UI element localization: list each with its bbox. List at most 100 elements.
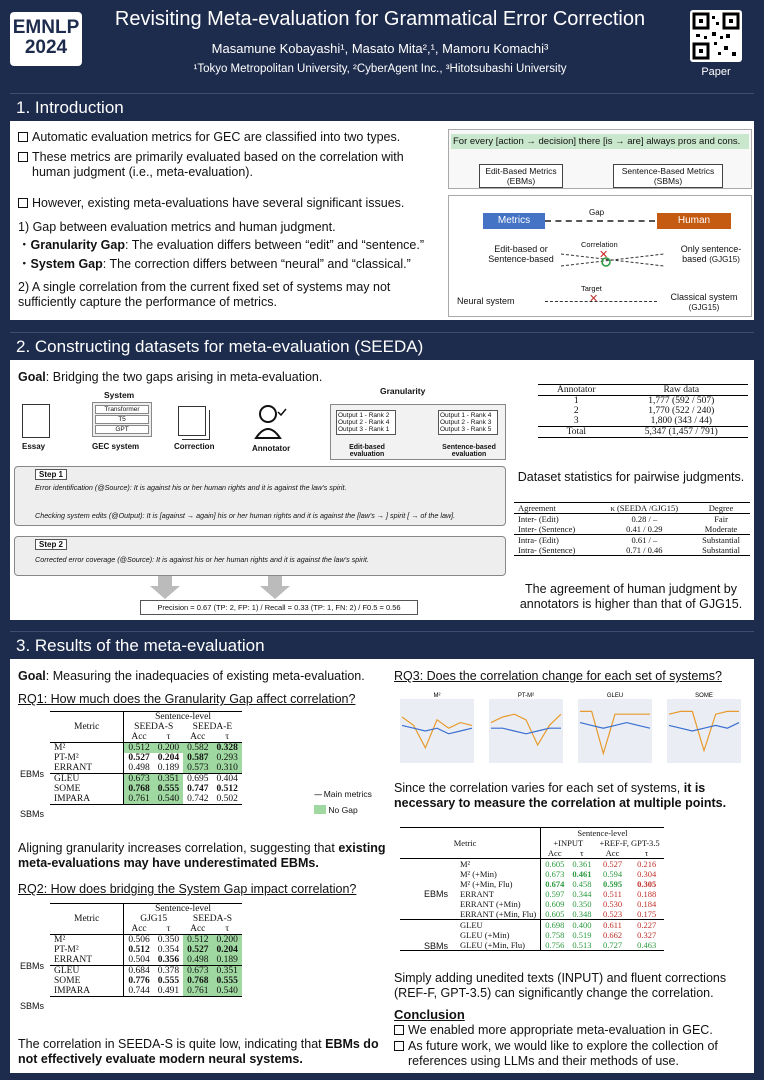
plot-series-line [490,713,562,747]
plot-series-line [401,716,473,750]
correction-label: Correction [174,442,215,451]
plot-background [578,699,652,763]
rq2-finding: The correlation in SEEDA-S is quite low,… [18,1037,379,1066]
conclusion-heading: Conclusion [394,1007,465,1022]
gap-diagram: Metrics Gap Human Edit-based or Sentence… [448,195,752,317]
ebms-label-3: EBMs [424,889,449,899]
qr-code[interactable] [690,10,742,62]
correlation-lines: ✕ [560,249,665,267]
conclusion-2: As future work, we would like to explore… [394,1039,750,1069]
example-sentence: For every [action → decision] there [is … [451,134,749,149]
legend-nogap: No Gap [314,805,358,815]
bullet-3: However, existing meta-evaluations have … [18,196,438,211]
system-list: Transformer T5 GPT [92,402,152,437]
rq2-heading: RQ2: How does bridging the System Gap im… [18,882,357,896]
plot-series-line [491,727,561,735]
gap-label: Gap [589,208,605,217]
step-1-box: Step 1 Error identification (@Source): I… [14,466,506,526]
bullet-1: Automatic evaluation metrics for GEC are… [18,130,438,145]
correction-icon [178,406,206,436]
correlation-label: Correlation [581,240,618,249]
essay-label: Essay [22,442,46,451]
checking-edits: Checking system edits (@Output): It is [… [35,511,456,520]
human-box: Human [657,213,731,229]
section-3-title: 3. Results of the meta-evaluation [10,631,754,659]
authors: Masamune Kobayashi¹, Masato Mita²,¹, Mam… [211,41,549,56]
neural-label: Neural system [457,296,515,306]
svg-text:✕: ✕ [599,249,608,261]
sbms-label: SBMs [20,809,45,819]
target-line [545,301,657,302]
annotator-label: Annotator [252,444,291,453]
rq1-heading: RQ1: How much does the Granularity Gap a… [18,692,356,706]
checkbox-icon [18,152,28,162]
step-2-label: Step 2 [35,539,68,550]
cross-icon: ✕ [589,293,599,305]
plot-title: PT-M² [518,693,534,699]
rq3-conclusion: Simply adding unedited texts (INPUT) and… [394,971,727,1000]
section-1-title: 1. Introduction [10,93,754,121]
step-1-label: Step 1 [35,469,68,480]
section-2-panel: Goal: Bridging the two gaps arising in m… [10,360,754,620]
section-3-panel: Goal: Measuring the inadequacies of exis… [10,659,754,1073]
plot-title: M² [434,693,441,699]
ebm-box: Edit-Based Metrics (EBMs) [479,164,563,188]
score-formula: Precision = 0.67 (TP: 2, FP: 1) / Recall… [140,600,418,615]
section-1-panel: Automatic evaluation metrics for GEC are… [10,121,754,320]
sent-outputs: Output 1 - Rank 4 Output 2 - Rank 3 Outp… [438,410,498,435]
sent-eval-label: Sentence-based evaluation [442,444,496,458]
goal-3: Goal: Measuring the inadequacies of exis… [18,669,365,683]
edit-outputs: Output 1 - Rank 2 Output 2 - Rank 4 Outp… [336,410,396,435]
poster-title: Revisiting Meta-evaluation for Grammatic… [114,8,646,30]
table-2-caption: The agreement of human judgment by annot… [519,582,743,611]
bullet-2: These metrics are primarily evaluated ba… [18,150,438,180]
conclusion-1: We enabled more appropriate meta-evaluat… [394,1023,750,1038]
plot-background [489,699,563,763]
affiliations: ¹Tokyo Metropolitan University, ²CyberAg… [193,63,567,75]
edit-based-label: Edit-based or Sentence-based [488,244,554,264]
rq3-finding: Since the correlation varies for each se… [394,781,727,810]
gec-label: GEC system [92,442,140,451]
issue-2: 2) A single correlation from the current… [18,280,391,309]
only-sentence-label: Only sentence-based (GJG15) [680,244,742,264]
checkbox-icon [18,132,28,142]
system-label: System [104,390,135,400]
plot-series-line [668,710,739,753]
sbms-label-2: SBMs [20,1001,45,1011]
legend-main: ---- Main metrics [314,789,372,799]
seeda-figure: Granularity System Essay Transformer T5 … [14,386,506,618]
down-arrows [150,576,290,599]
plot-title: SOME [695,693,713,699]
qr-label: Paper [701,66,731,78]
plot-series-line [579,721,651,729]
checkbox-icon [18,198,28,208]
essay-icon [22,404,50,438]
goal-2: Goal: Bridging the two gaps arising in m… [18,370,323,384]
edit-eval-label: Edit-based evaluation [349,444,385,458]
checkbox-icon [394,1025,404,1035]
gap-line [545,220,655,222]
classical-label: Classical system(GJG15) [670,292,738,312]
rq3-heading: RQ3: Does the correlation change for eac… [394,669,722,683]
section-2-title: 2. Constructing datasets for meta-evalua… [10,332,754,360]
plot-series-line [401,724,473,735]
table-1-caption: Dataset statistics for pairwise judgment… [517,470,745,484]
plot-series-line [668,722,740,732]
plot-background [667,699,741,763]
issue-1: 1) Gap between evaluation metrics and hu… [18,220,336,234]
ebms-label: EBMs [20,769,45,779]
metrics-box: Metrics [483,213,545,229]
granularity-gap-line: ・Granularity Gap: The evaluation differs… [18,238,425,252]
plot-series-line [580,710,650,756]
annotator-icon [254,405,287,439]
sbm-box: Sentence-Based Metrics (SBMs) [613,164,723,188]
